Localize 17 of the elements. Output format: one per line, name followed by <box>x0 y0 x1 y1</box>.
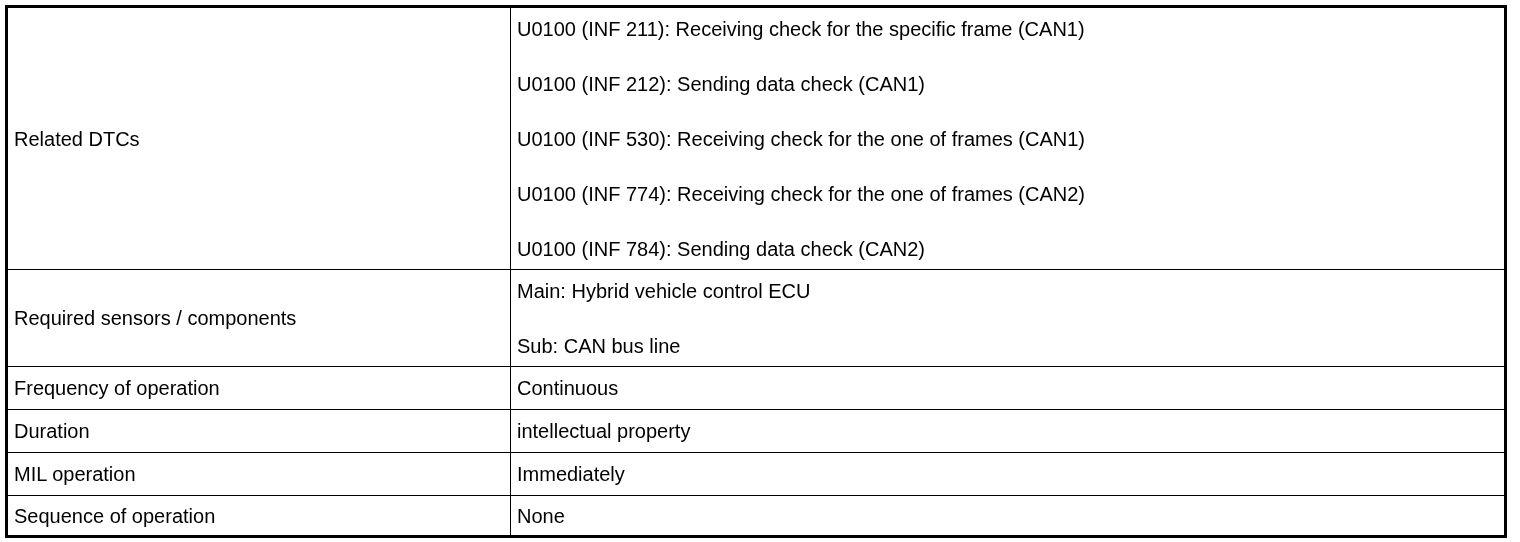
row-value: Main: Hybrid vehicle control ECU <box>517 278 812 303</box>
row-header: Required sensors / components <box>14 306 298 330</box>
row-value: None <box>517 503 566 528</box>
row-header: Sequence of operation <box>14 503 217 528</box>
row-value: Continuous <box>517 376 620 400</box>
row-value: Immediately <box>517 462 626 486</box>
row-header: Frequency of operation <box>14 376 221 400</box>
row-value: Sub: CAN bus line <box>517 333 682 358</box>
row-header: Related DTCs <box>14 126 141 151</box>
row-value: U0100 (INF 211): Receiving check for the specific frame (CAN1) <box>517 16 1086 41</box>
row-value: U0100 (INF 212): Sending data check (CAN1) <box>517 71 926 96</box>
row-value: U0100 (INF 530): Receiving check for the one of frames (CAN1) <box>517 126 1087 151</box>
row-value: U0100 (INF 774): Receiving check for the one of frames (CAN2) <box>517 181 1087 206</box>
row-header: MIL operation <box>14 462 137 486</box>
row-value: intellectual property <box>517 419 692 443</box>
row-header: Duration <box>14 419 91 443</box>
row-value: U0100 (INF 784): Sending data check (CAN2) <box>517 236 926 261</box>
